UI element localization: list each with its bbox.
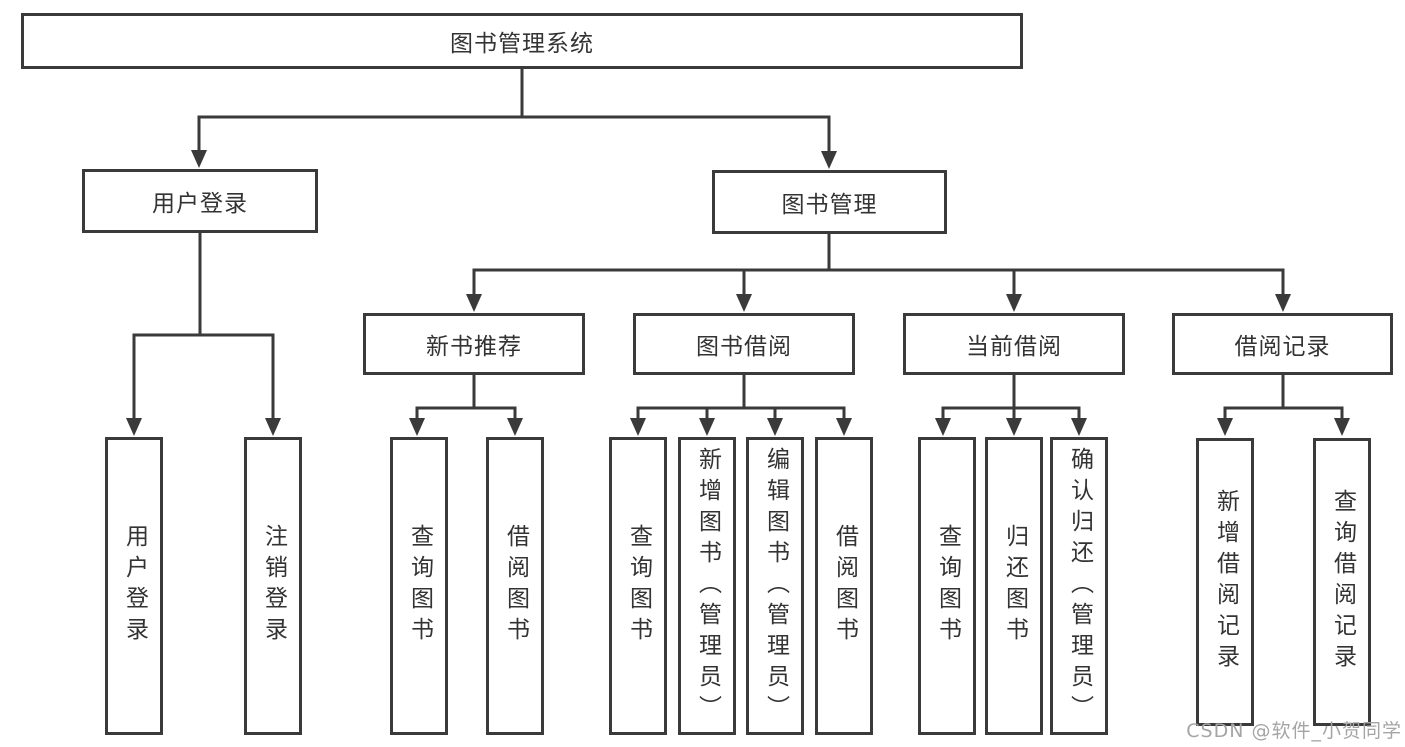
node-book-borrow: 图书借阅	[633, 313, 855, 375]
leaf-bb-borrow-books: 借阅图书	[815, 437, 873, 735]
leaf-bb-edit-books-admin: 编辑图书（管理员）	[746, 437, 804, 735]
node-user-login: 用户登录	[82, 169, 318, 233]
leaf-nbr-query-books: 查询图书	[390, 437, 448, 735]
node-library-management-system: 图书管理系统	[21, 13, 1023, 69]
node-current-borrow: 当前借阅	[903, 313, 1125, 375]
leaf-br-query-borrow-record: 查询借阅记录	[1313, 438, 1371, 726]
leaf-logout: 注销登录	[244, 437, 302, 735]
node-borrow-record: 借阅记录	[1172, 313, 1393, 375]
leaf-cb-query-books: 查询图书	[918, 437, 976, 735]
leaf-cb-confirm-return-admin: 确认归还（管理员）	[1050, 437, 1108, 735]
node-book-management: 图书管理	[712, 170, 947, 234]
node-new-book-recommend: 新书推荐	[363, 313, 585, 375]
leaf-cb-return-books: 归还图书	[985, 437, 1043, 735]
leaf-nbr-borrow-books: 借阅图书	[486, 437, 544, 735]
leaf-bb-query-books: 查询图书	[609, 437, 667, 735]
leaf-br-add-borrow-record: 新增借阅记录	[1196, 438, 1254, 726]
leaf-user-login: 用户登录	[105, 437, 163, 735]
leaf-bb-add-books-admin: 新增图书（管理员）	[678, 437, 736, 735]
csdn-watermark: CSDN @软件_小贺同学	[1186, 720, 1402, 742]
